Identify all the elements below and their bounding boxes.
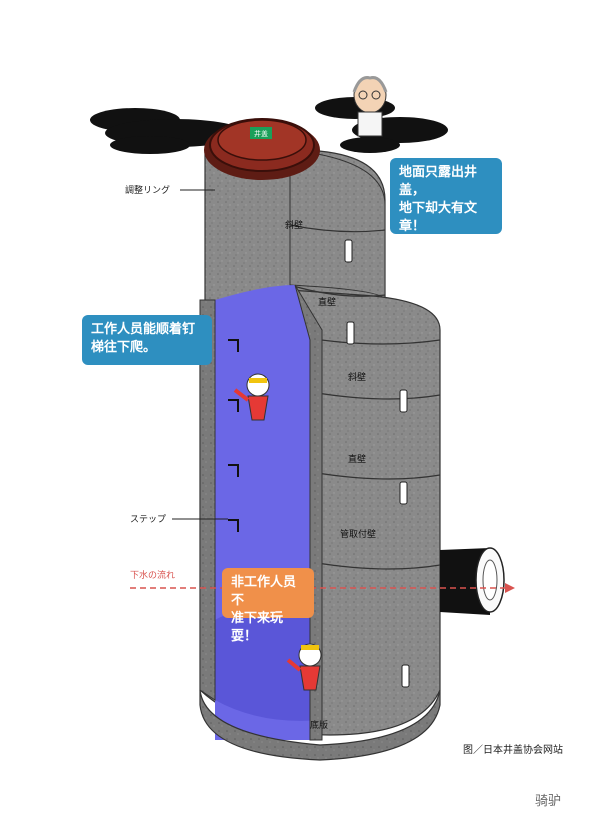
label-step: ステップ xyxy=(130,514,166,525)
wall-clips xyxy=(344,239,410,688)
watermark: 骑驴 xyxy=(535,794,562,809)
image-credit: 图／日本井盖协会网站 xyxy=(463,745,563,756)
label-adjust-ring: 調整リング xyxy=(125,184,170,196)
callout-left: 工作人员能顺着钉 梯往下爬。 xyxy=(82,315,212,365)
label-straight-wall-upper: 直壁 xyxy=(318,296,336,308)
label-pipe-wall: 管取付壁 xyxy=(340,528,376,540)
label-base-plate: 底版 xyxy=(310,719,328,731)
cut-wall-left xyxy=(199,299,216,701)
callout-top-right: 地面只露出井盖， 地下却大有文章！ xyxy=(390,158,502,234)
ladder-steps xyxy=(228,339,239,532)
engineer-character xyxy=(352,76,388,137)
leader-lines xyxy=(172,189,228,520)
side-pipe xyxy=(440,547,505,615)
label-slope-wall-lower: 斜壁 xyxy=(348,371,366,383)
bottom-character xyxy=(286,643,322,691)
cut-wall-right xyxy=(294,284,323,741)
manhole-lid: 井盖 xyxy=(204,118,320,180)
flow-arrow xyxy=(130,583,515,593)
base-plate xyxy=(199,689,441,761)
label-straight-wall-lower: 直壁 xyxy=(348,453,366,465)
label-sewage-flow: 下水の流れ xyxy=(130,569,175,581)
climbing-character xyxy=(233,373,270,421)
label-slope-wall-upper: 斜壁 xyxy=(285,219,303,231)
shaft-interior xyxy=(215,285,320,740)
callout-bottom: 非工作人员不 准下来玩耍！ xyxy=(222,568,314,644)
lid-label: 井盖 xyxy=(254,129,268,138)
